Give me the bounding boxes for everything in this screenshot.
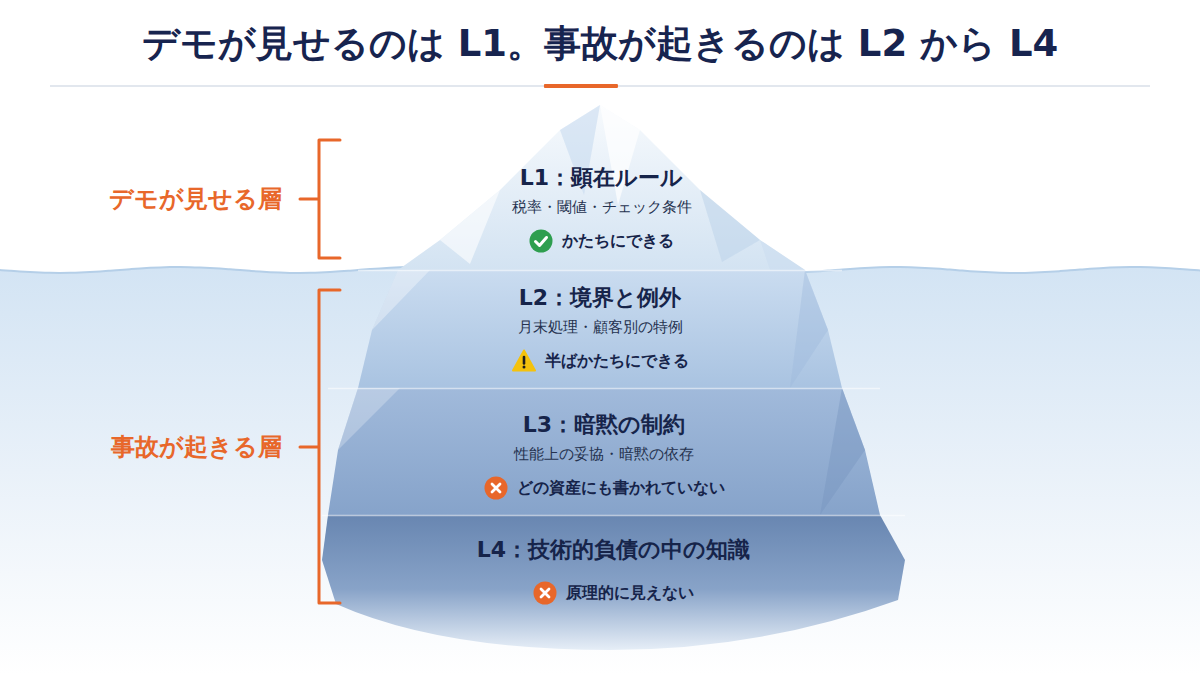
ice-facet <box>440 190 500 264</box>
status-row: どの資産にも書かれていない <box>484 473 725 503</box>
status-text: どの資産にも書かれていない <box>517 478 725 499</box>
water-body <box>0 267 1200 675</box>
layer-heading: L4：技術的負債の中の知識 <box>477 536 750 564</box>
layer-examples: 性能上の妥協・暗黙の依存 <box>514 441 694 467</box>
band-fill <box>322 515 905 650</box>
diagram-title: デモが見せるのは L1。事故が起きるのは L2 から L4 <box>0 20 1200 68</box>
band-fill <box>358 270 842 388</box>
icon-mark <box>536 238 547 246</box>
ice-facet <box>372 270 430 330</box>
cross-icon <box>484 476 508 500</box>
layer-group-label: デモが見せる層 <box>20 184 282 214</box>
icon-disc <box>484 477 507 500</box>
icon-mark <box>492 484 500 492</box>
band-fill <box>328 388 880 515</box>
warn-icon <box>512 349 536 373</box>
layer-examples: 税率・閾値・チェック条件 <box>512 194 692 220</box>
ice-facet <box>820 388 865 515</box>
status-text: 原理的に見えない <box>566 583 694 604</box>
ice-facet <box>760 240 805 270</box>
iceberg-layer-band: L1：顕在ルール税率・閾値・チェック条件かたちにできる <box>398 105 805 270</box>
layer-heading: L1：顕在ルール <box>520 164 683 192</box>
band-separator <box>328 388 880 390</box>
band-fill <box>398 105 805 270</box>
layer-heading: L3：暗黙の制約 <box>523 411 685 439</box>
icon-dot <box>522 366 525 369</box>
band-text-group: L2：境界と例外月末処理・顧客別の特例半ばかたちにできる <box>358 284 842 376</box>
status-row: 原理的に見えない <box>533 578 694 608</box>
icon-triangle <box>513 351 535 371</box>
layer-heading: L2：境界と例外 <box>519 284 681 312</box>
icon-disc <box>530 230 553 253</box>
band-separator <box>322 515 905 517</box>
layer-group-label: 事故が起きる層 <box>20 432 282 462</box>
iceberg-layer-band: L3：暗黙の制約性能上の妥協・暗黙の依存どの資産にも書かれていない <box>328 388 880 515</box>
status-row: 半ばかたちにできる <box>512 346 689 376</box>
icon-mark <box>522 357 525 364</box>
band-separator <box>358 270 842 272</box>
band-text-group: L3：暗黙の制約性能上の妥協・暗黙の依存どの資産にも書かれていない <box>328 411 880 503</box>
icon-mark <box>541 589 549 597</box>
band-text-group: L1：顕在ルール税率・閾値・チェック条件かたちにできる <box>398 164 805 256</box>
title-underline <box>544 84 618 88</box>
cross-icon <box>533 581 557 605</box>
check-icon <box>529 229 553 253</box>
status-text: かたちにできる <box>562 231 674 252</box>
iceberg-layer-band: L2：境界と例外月末処理・顧客別の特例半ばかたちにできる <box>358 270 842 388</box>
layer-examples: 月末処理・顧客別の特例 <box>518 314 683 340</box>
band-text-group: L4：技術的負債の中の知識原理的に見えない <box>322 536 905 608</box>
iceberg-layer-band: L4：技術的負債の中の知識原理的に見えない <box>322 515 905 650</box>
ice-facet <box>790 270 828 388</box>
top-bracket <box>300 140 340 258</box>
bottom-bracket <box>300 290 340 603</box>
status-row: かたちにできる <box>529 226 674 256</box>
ice-facet <box>338 388 400 450</box>
status-text: 半ばかたちにできる <box>545 351 689 372</box>
ice-facet <box>700 190 760 262</box>
icon-disc <box>534 582 557 605</box>
